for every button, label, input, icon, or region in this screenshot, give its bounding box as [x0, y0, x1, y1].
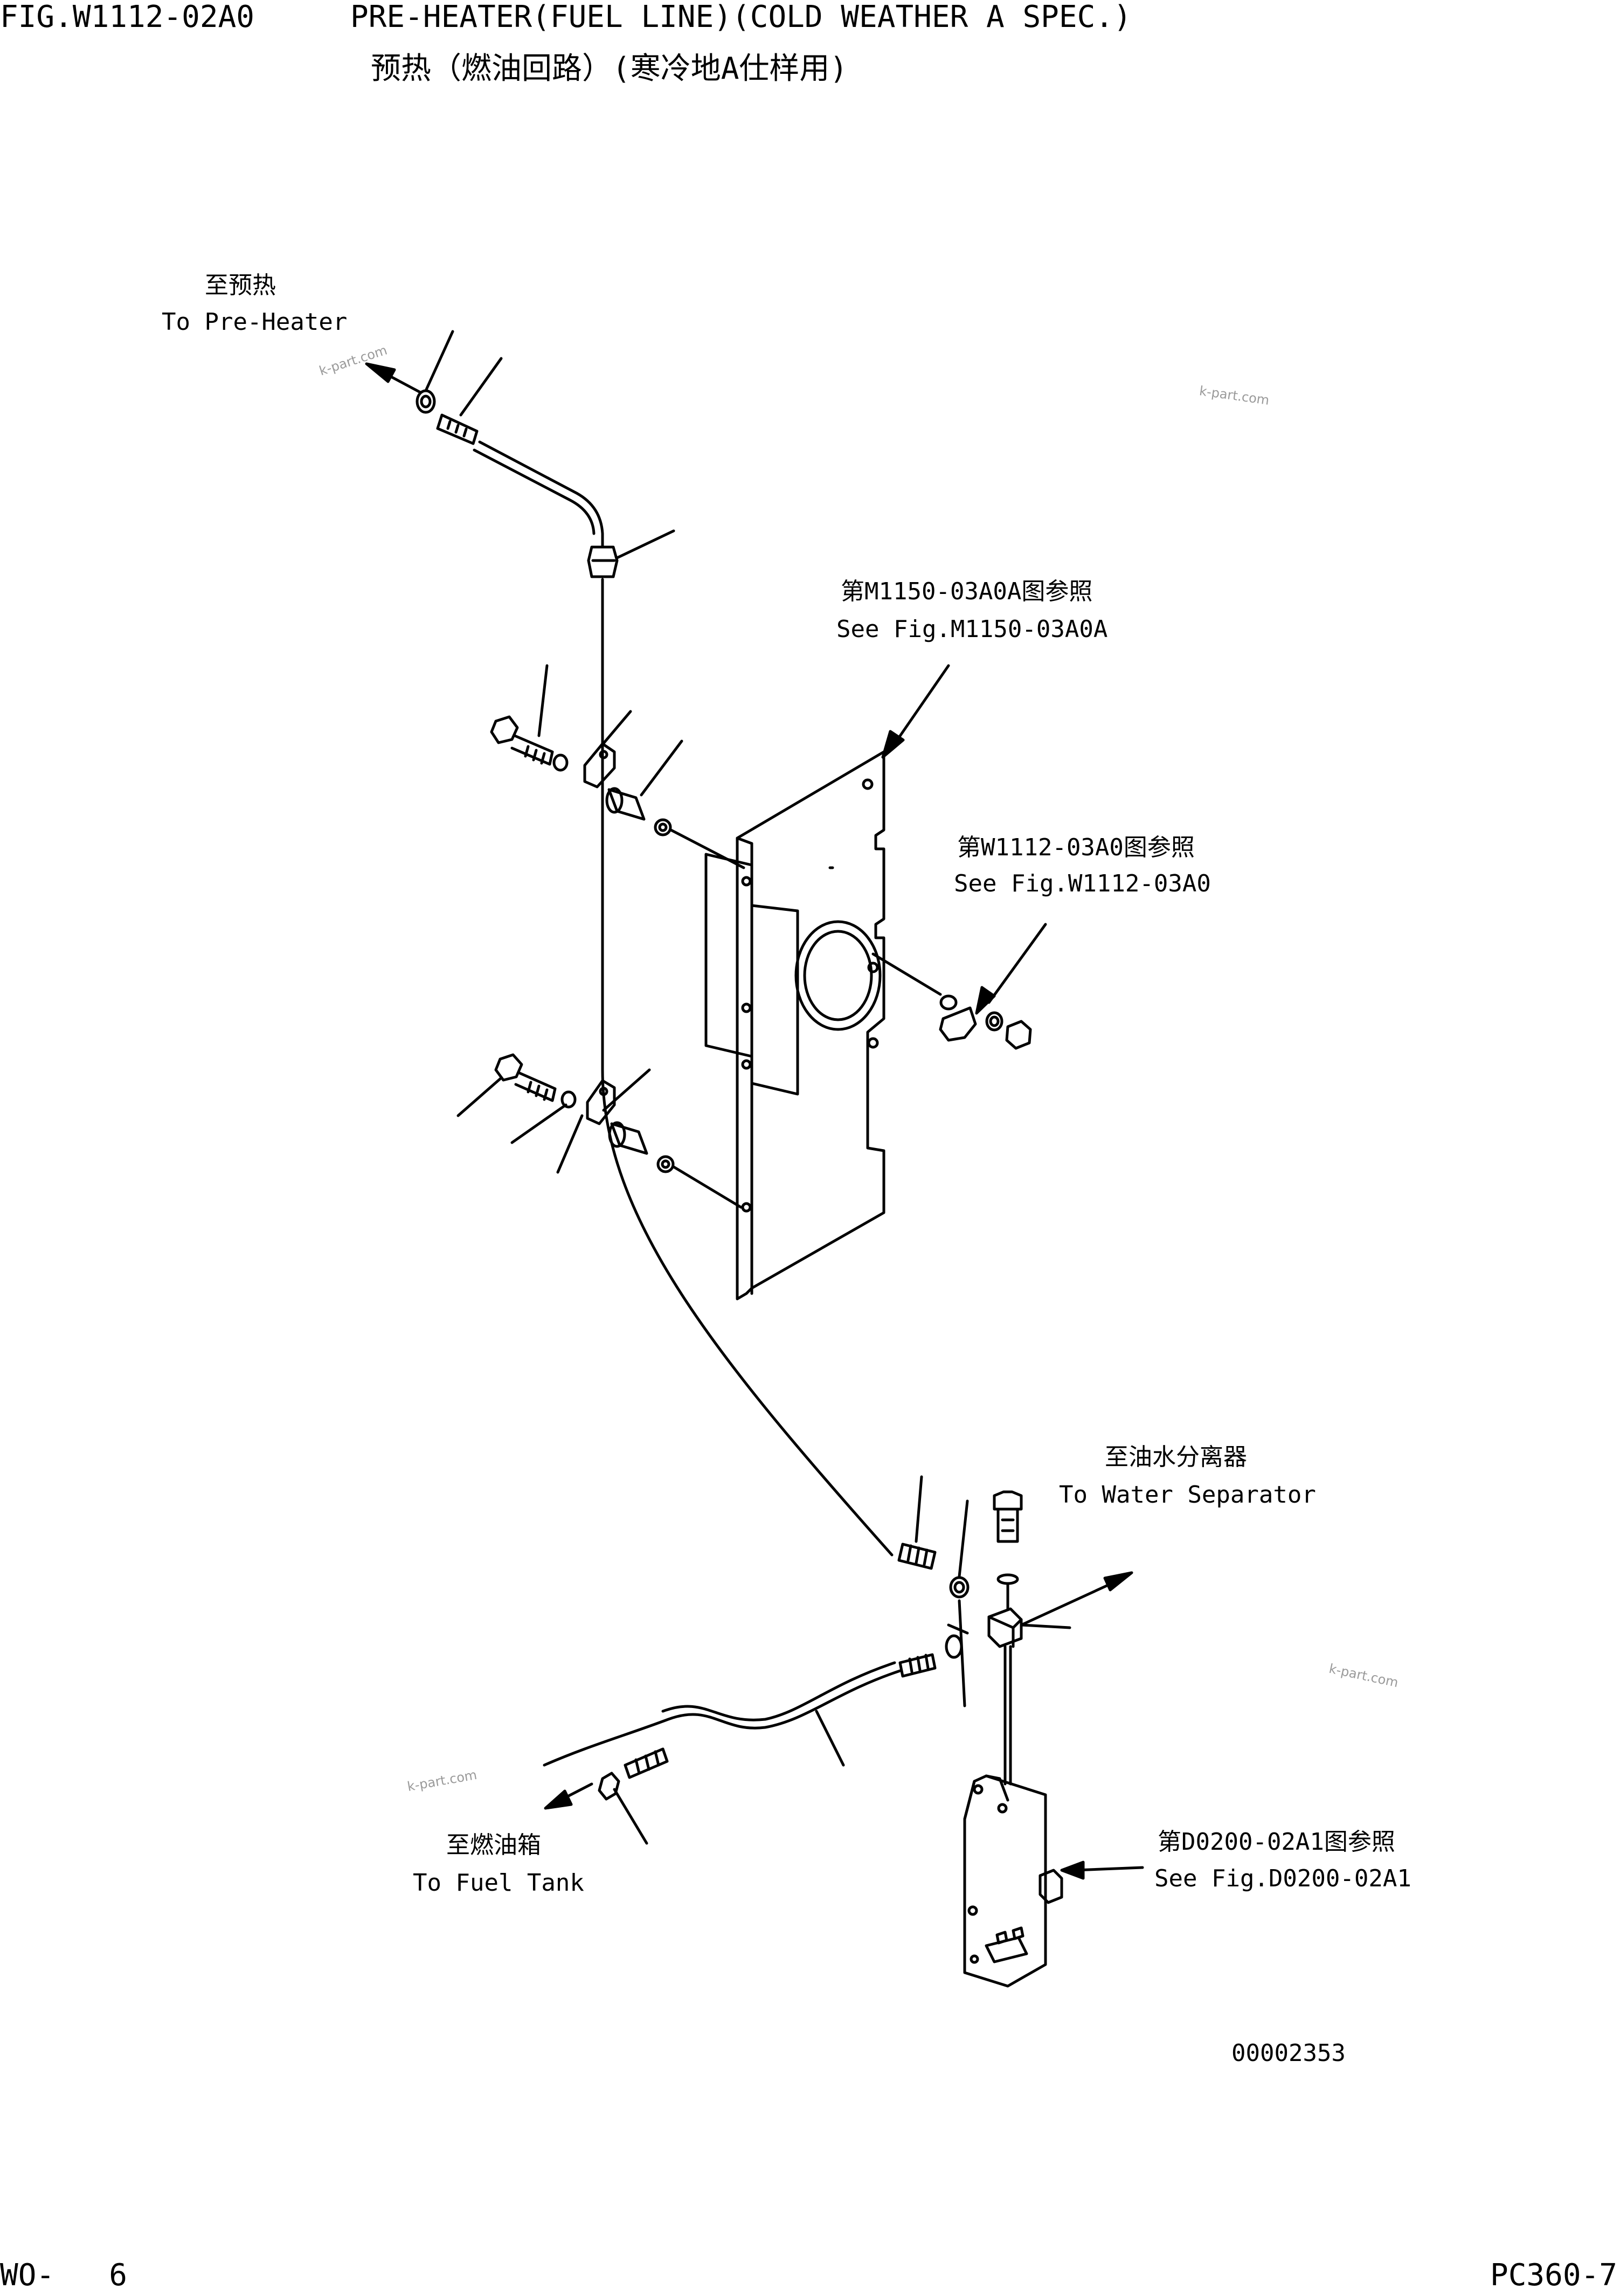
see-w1112-label-en: See Fig.W1112-03A0	[954, 870, 1211, 897]
page-reference: WO- 6	[0, 2258, 128, 2293]
pre-heater-label-en: To Pre-Heater	[162, 308, 348, 336]
water-separator-label-en: To Water Separator	[1059, 1481, 1316, 1509]
mounting-bracket-plate	[704, 750, 885, 1301]
fuel-tank-label-cn: 至燃油箱	[446, 1831, 541, 1859]
see-d0200-label-cn: 第D0200-02A1图参照	[1158, 1828, 1395, 1856]
see-m1150-label-en: See Fig.M1150-03A0A	[836, 616, 1108, 643]
drawing-number: 00002353	[1231, 2039, 1346, 2067]
lower-clip-assembly	[456, 1053, 743, 1209]
tee-fitting	[897, 1475, 1133, 1786]
pre-heater-fitting	[365, 330, 503, 445]
see-m1150-label-cn: 第M1150-03A0A图参照	[841, 578, 1093, 605]
see-w1112-label-cn: 第W1112-03A0图参照	[957, 834, 1195, 861]
lower-bracket	[963, 1774, 1144, 1988]
model-number: PC360-7	[1490, 2258, 1618, 2293]
figure-number: FIG.W1112-02A0	[0, 0, 255, 34]
water-separator-label-cn: 至油水分离器	[1105, 1443, 1247, 1471]
hose-clamp-nut	[587, 529, 675, 578]
figure-title-cn: 预热（燃油回路）(寒冷地A仕样用)	[371, 51, 848, 86]
figure-title-en: PRE-HEATER(FUEL LINE)(COLD WEATHER A SPE…	[350, 0, 1132, 34]
fuel-tank-hose	[543, 1634, 963, 1845]
elbow-fitting	[871, 923, 1047, 1050]
upper-clip-assembly	[490, 664, 745, 869]
fuel-tank-label-en: To Fuel Tank	[413, 1869, 584, 1897]
pre-heater-label-cn: 至预热	[205, 272, 276, 299]
leader-m1150	[881, 664, 950, 759]
fuel-hose-main	[473, 440, 894, 1557]
see-d0200-label-en: See Fig.D0200-02A1	[1154, 1865, 1411, 1892]
